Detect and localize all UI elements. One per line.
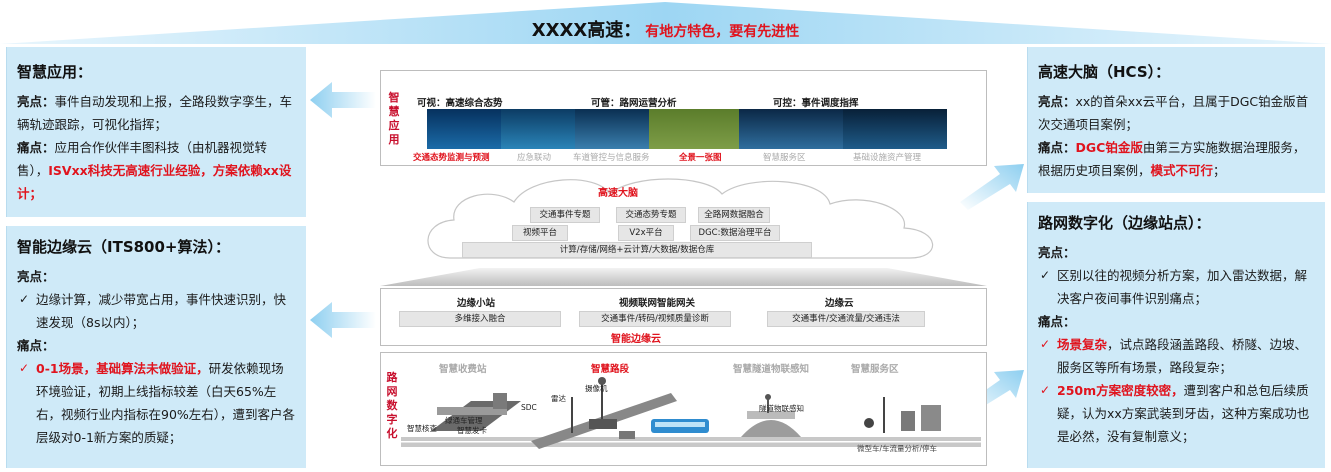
brain-module: V2x平台 — [618, 225, 674, 241]
app-caption: 智慧服务区 — [763, 153, 806, 163]
edge-col-title: 边缘云 — [825, 298, 854, 309]
panel-side-label: 路网数字化 — [386, 371, 398, 440]
pain-list: ✓场景复杂，试点路段涵盖路段、桥隧、边坡、服务区等所有场景，路段复杂； ✓250… — [1038, 333, 1315, 448]
app-caption: 基础设施资产管理 — [853, 153, 922, 163]
road-label: SDC — [521, 403, 537, 412]
scene-label: 智慧服务区 — [851, 364, 899, 375]
brain-module: 交通事件专题 — [530, 207, 600, 223]
brain-module: 视频平台 — [512, 225, 568, 241]
right-up-arrow-icon — [960, 164, 1024, 210]
list-item: ✓边缘计算，减少带宽占用，事件快速识别，快速发现（8s以内）； — [17, 288, 296, 334]
road-label: 隧道物联感知 — [759, 404, 804, 413]
card-title: 路网数字化（边缘站点）： — [1038, 214, 1211, 232]
edge-panel-footer: 智能边缘云 — [611, 334, 661, 345]
card-highlight: 亮点：xx的首朵xx云平台，且属于DGC铂金版首次交通项目案例； — [1038, 94, 1309, 132]
app-caption: 应急联动 — [517, 153, 552, 163]
app-header: 可视：高速综合态势 — [417, 98, 503, 109]
edge-col-tag: 交通事件/转码/视频质量诊断 — [579, 311, 731, 327]
hcs-card: 高速大脑（HCS）： 亮点：xx的首朵xx云平台，且属于DGC铂金版首次交通项目… — [1027, 47, 1325, 193]
road-label: 雷达 — [551, 394, 566, 403]
card-highlight-label: 亮点： — [1038, 245, 1076, 260]
brain-infrastructure: 计算/存储/网络+云计算/大数据/数据仓库 — [462, 242, 812, 258]
connector-shape — [380, 268, 987, 286]
card-highlight: 亮点：事件自动发现和上报，全路段数字孪生，车辆轨迹跟踪，可视化指挥； — [17, 94, 293, 132]
list-item: ✓场景复杂，试点路段涵盖路段、桥隧、边坡、服务区等所有场景，路段复杂； — [1038, 333, 1315, 379]
dashboard-screenshot — [575, 109, 649, 149]
dashboard-screenshot — [739, 109, 843, 149]
check-icon: ✓ — [1040, 337, 1051, 351]
list-item: ✓区别以往的视频分析方案，加入雷达数据，解决客户夜间事件识别痛点； — [1038, 264, 1315, 310]
panel-side-label: 智慧应用 — [388, 91, 400, 146]
road-label: 智慧发卡 — [457, 426, 487, 435]
edge-col-tag: 多维接入融合 — [399, 311, 561, 327]
edge-cloud-card: 智能边缘云（ITS800+算法）： 亮点： ✓边缘计算，减少带宽占用，事件快速识… — [6, 226, 306, 468]
dashboard-screenshot — [427, 109, 501, 149]
list-item: ✓0-1场景，基础算法未做验证，研发依赖现场环境验证，初期上线指标较差（白天65… — [17, 357, 296, 449]
card-title: 高速大脑（HCS）： — [1038, 63, 1171, 81]
banner-title: XXXX高速： — [531, 20, 642, 41]
scene-label: 智慧路段 — [591, 364, 630, 375]
highlight-list: ✓边缘计算，减少带宽占用，事件快速识别，快速发现（8s以内）； — [17, 288, 296, 334]
list-item: ✓250m方案密度较密，遭到客户和总包后续质疑，认为xx方案武装到牙齿，这种方案… — [1038, 379, 1315, 448]
road-label: 摄像机 — [585, 384, 608, 393]
card-pain: 痛点：应用合作伙伴丰图科技（由机器视觉转售），ISVxx科技无高速行业经验，方案… — [17, 140, 292, 201]
scene-label: 智慧隧道物联感知 — [733, 364, 810, 375]
check-icon: ✓ — [1040, 383, 1051, 397]
left-arrow-icon — [310, 82, 376, 118]
dashboard-screenshot — [843, 109, 947, 149]
card-pain-label: 痛点： — [17, 338, 55, 353]
card-title: 智慧应用： — [17, 63, 93, 81]
check-icon: ✓ — [1040, 268, 1051, 282]
brain-title: 高速大脑 — [598, 188, 638, 199]
banner-triangle-shape — [0, 2, 1331, 44]
brain-module: DGC:数据治理平台 — [690, 225, 780, 241]
dashboard-screenshot — [649, 109, 739, 149]
scene-label: 智慧收费站 — [439, 364, 487, 375]
card-pain-label: 痛点： — [1038, 314, 1076, 329]
architecture-diagram: 智慧应用 可视：高速综合态势 可管：路网运营分析 可控：事件调度指挥 交通态势监… — [380, 70, 987, 470]
road-illustration — [401, 377, 981, 449]
smart-app-card: 智慧应用： 亮点：事件自动发现和上报，全路段数字孪生，车辆轨迹跟踪，可视化指挥；… — [6, 47, 306, 217]
app-header: 可管：路网运营分析 — [591, 98, 677, 109]
smart-app-panel: 智慧应用 可视：高速综合态势 可管：路网运营分析 可控：事件调度指挥 交通态势监… — [380, 70, 987, 166]
check-icon: ✓ — [19, 292, 30, 306]
highlight-list: ✓区别以往的视频分析方案，加入雷达数据，解决客户夜间事件识别痛点； — [1038, 264, 1315, 310]
app-caption: 车道管控与信息服务 — [573, 153, 650, 163]
road-label: 智慧核查 — [407, 424, 437, 433]
edge-col-title: 视频联网智能网关 — [619, 298, 696, 309]
check-icon: ✓ — [19, 361, 30, 375]
card-highlight-label: 亮点： — [17, 269, 55, 284]
banner-subtitle: 有地方特色，要有先进性 — [645, 24, 800, 40]
road-label: 微型车/车流量分析/停车 — [857, 444, 938, 453]
road-digital-panel: 路网数字化 智慧收费站 智慧路段 智慧隧道物联感知 智慧服务区 — [380, 352, 987, 466]
top-banner: XXXX高速：有地方特色，要有先进性 — [0, 0, 1331, 46]
left-arrow-icon — [310, 302, 376, 338]
app-caption: 交通态势监测与预测 — [413, 153, 490, 163]
edge-col-tag: 交通事件/交通流量/交通违法 — [767, 311, 925, 327]
app-header: 可控：事件调度指挥 — [773, 98, 859, 109]
edge-cloud-panel: 边缘小站 视频联网智能网关 边缘云 多维接入融合 交通事件/转码/视频质量诊断 … — [380, 288, 987, 346]
card-pain: 痛点：DGC铂金版由第三方实施数据治理服务，根据历史项目案例，模式不可行； — [1038, 140, 1306, 178]
app-caption: 全景一张图 — [679, 153, 722, 163]
road-label: 绿通车管理 — [445, 416, 483, 425]
card-title: 智能边缘云（ITS800+算法）： — [17, 238, 230, 256]
edge-col-title: 边缘小站 — [457, 298, 496, 309]
brain-module: 交通态势专题 — [616, 207, 686, 223]
road-digital-card: 路网数字化（边缘站点）： 亮点： ✓区别以往的视频分析方案，加入雷达数据，解决客… — [1027, 202, 1325, 468]
dashboard-screenshot — [501, 109, 575, 149]
pain-list: ✓0-1场景，基础算法未做验证，研发依赖现场环境验证，初期上线指标较差（白天65… — [17, 357, 296, 449]
brain-module: 全路网数据融合 — [698, 207, 770, 223]
